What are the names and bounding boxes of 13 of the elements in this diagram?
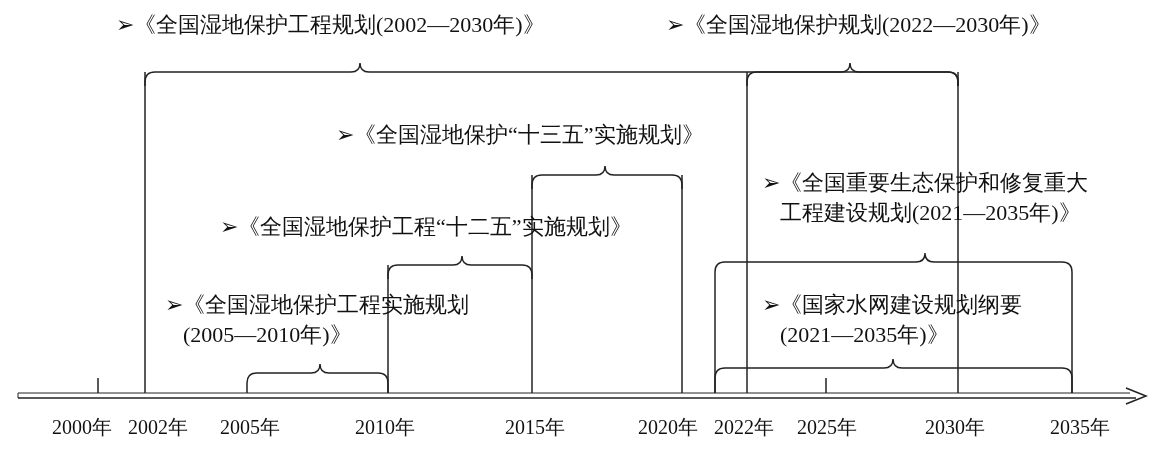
plan-title: ➢《全国湿地保护工程规划(2002—2030年)》 <box>116 10 545 40</box>
plan-title: ➢《全国湿地保护规划(2022—2030年)》 <box>666 10 1051 40</box>
year-label: 2030年 <box>925 415 985 440</box>
plan-title: ➢《全国湿地保护“十三五”实施规划》 <box>336 120 704 150</box>
year-label: 2015年 <box>505 415 565 440</box>
year-label: 2020年 <box>638 415 698 440</box>
year-label: 2000年 <box>52 415 112 440</box>
year-label: 2022年 <box>714 415 774 440</box>
year-label: 2010年 <box>355 415 415 440</box>
year-label: 2002年 <box>128 415 188 440</box>
year-label: 2005年 <box>220 415 280 440</box>
year-label: 2025年 <box>797 415 857 440</box>
year-label: 2035年 <box>1050 415 1110 440</box>
